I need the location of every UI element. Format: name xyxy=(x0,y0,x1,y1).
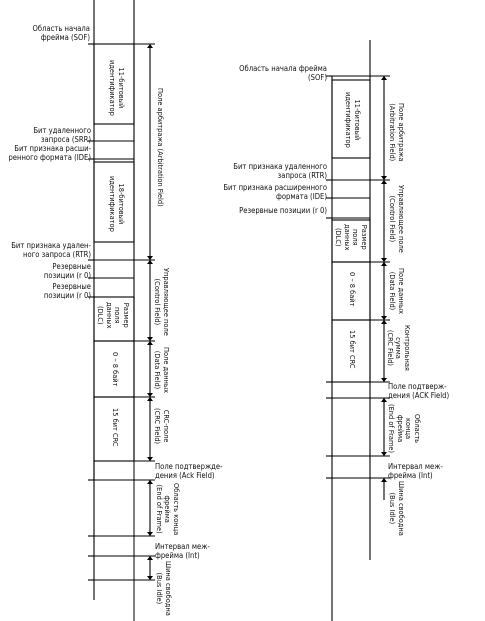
right-ack-label: Поле подтверж-дения (ACK Field) xyxy=(388,382,450,400)
left-data-field-label: Поле данных(Data Field) xyxy=(153,347,171,394)
left-int-label: Интервал меж-фрейма (Int) xyxy=(155,542,210,560)
left-bus-idle-label: Шина свободна(Bus Idle) xyxy=(155,561,173,616)
left-ide-label: Бит признака расши-ренного формата (IDE) xyxy=(8,144,91,162)
right-control-field-label: Управляющее поле(Control Field) xyxy=(388,185,406,253)
right-arbitration-label: Поле арбитража(Arbitration Field) xyxy=(388,103,406,162)
left-crc-field-label: CRC-поле(CRC Field) xyxy=(153,408,171,445)
right-int-label: Интервал меж-фрейма (Int) xyxy=(388,462,443,480)
right-sof-label: Область начала фрейма(SOF) xyxy=(239,64,327,82)
right-crc-bits-label: 15 бит CRC xyxy=(348,330,357,369)
right-bus-idle-label: Шина свободна(Bus Idle) xyxy=(388,481,406,536)
left-ack-label: Поле подтвержде-дения (Ack Field) xyxy=(155,462,223,480)
left-arbitration-label: Поле арбитража (Arbitration Field) xyxy=(156,88,165,207)
left-data-bytes-label: 0 – 8 байт xyxy=(111,352,120,387)
left-rtr-label: Бит признака удален-ного запроса (RTR) xyxy=(11,241,91,259)
right-data-bytes-label: 0 – 8 байт xyxy=(348,272,357,307)
right-reserved-label: Резервные позиции (r 0) xyxy=(239,206,327,215)
left-crc-bits-label: 15 бит CRC xyxy=(111,408,120,447)
left-control-field-label: Управляющее поле(Control Field) xyxy=(153,268,171,336)
right-data-field-label: Поле данных(Data Field) xyxy=(388,268,406,315)
